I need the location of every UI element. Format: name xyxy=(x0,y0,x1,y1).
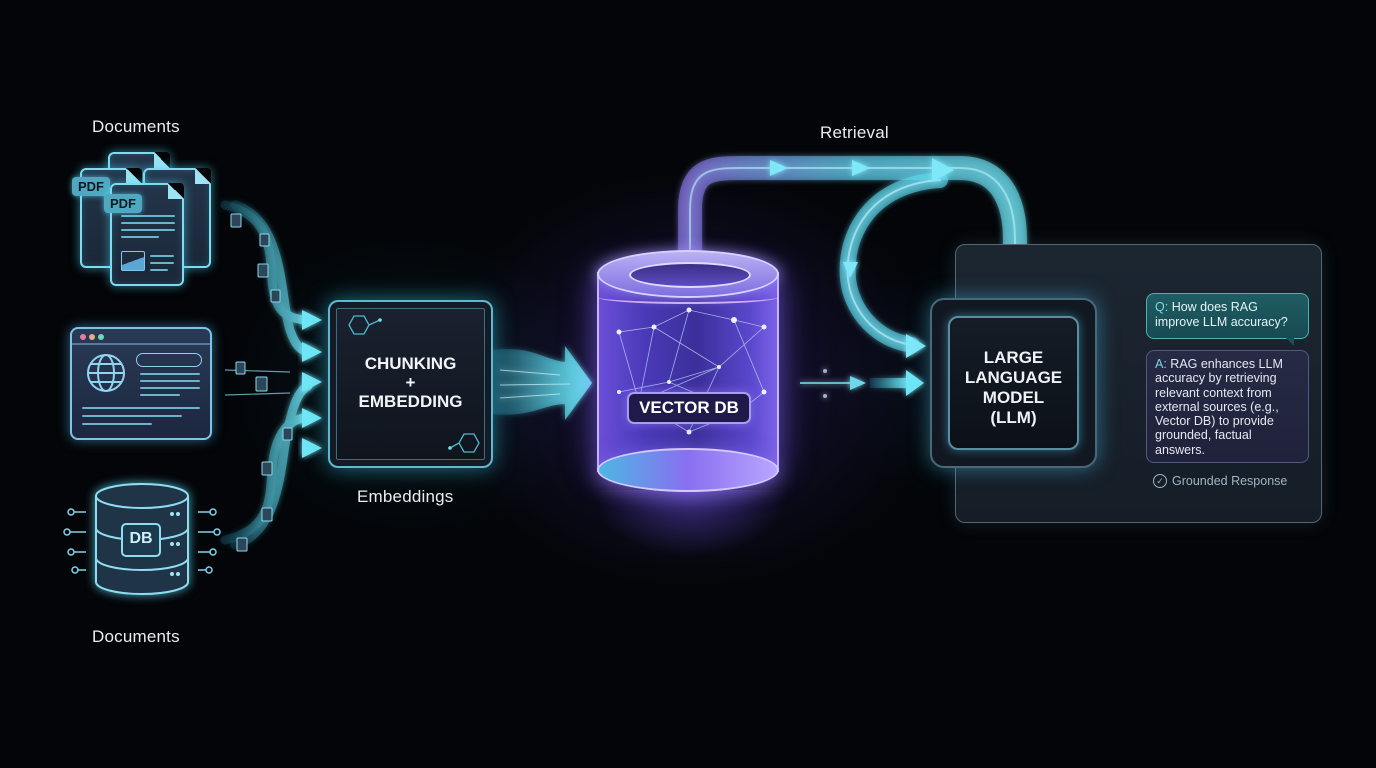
molecule-icon xyxy=(448,433,480,453)
vector-db-cylinder: VECTOR DB xyxy=(597,250,779,492)
molecule-icon xyxy=(348,315,382,335)
database-icon: DB xyxy=(63,482,221,602)
db-tag: DB xyxy=(129,530,153,547)
vector-db-label: VECTOR DB xyxy=(627,392,751,424)
check-circle-icon: ✓ xyxy=(1153,474,1167,488)
llm-title: LARGE LANGUAGE MODEL (LLM) xyxy=(964,348,1063,427)
documents-top-label: Documents xyxy=(92,117,180,136)
answer-text: RAG enhances LLM accuracy by retrieving … xyxy=(1155,357,1283,457)
question-text: How does RAG improve LLM accuracy? xyxy=(1155,300,1288,329)
question-prefix: Q: xyxy=(1155,300,1169,314)
globe-icon xyxy=(87,354,125,392)
grounded-response-label: Grounded Response xyxy=(1172,474,1288,488)
question-bubble: Q: How does RAG improve LLM accuracy? xyxy=(1146,293,1309,346)
chunking-embedding-box: CHUNKING + EMBEDDING xyxy=(328,300,493,468)
pdf-tag: PDF xyxy=(72,177,110,196)
embeddings-label: Embeddings xyxy=(357,487,454,506)
answer-bubble: A: RAG enhances LLM accuracy by retrievi… xyxy=(1146,350,1309,463)
llm-box: LARGE LANGUAGE MODEL (LLM) xyxy=(930,298,1097,468)
documents-bottom-label: Documents xyxy=(92,627,180,646)
grounded-response-badge: ✓ Grounded Response xyxy=(1153,474,1287,488)
retrieval-label: Retrieval xyxy=(820,123,889,142)
web-page-icon xyxy=(70,327,212,440)
vector-db-glow xyxy=(560,490,820,610)
answer-prefix: A: xyxy=(1155,357,1167,371)
pdf-tag: PDF xyxy=(104,194,142,213)
vector-network-graphic xyxy=(616,307,767,435)
search-box-glyph xyxy=(136,353,202,367)
chunking-embedding-title: CHUNKING + EMBEDDING xyxy=(358,354,463,411)
pdf-documents-icon: PDF PDF xyxy=(72,150,213,290)
